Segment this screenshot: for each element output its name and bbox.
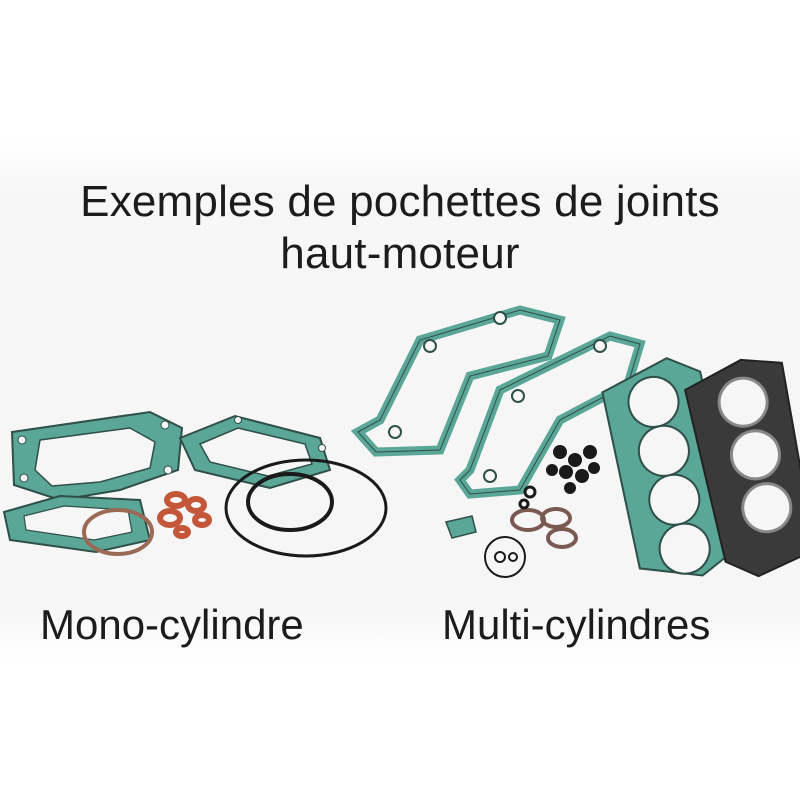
base-gasket	[10, 410, 184, 502]
mono-cylinder-gasket-set	[2, 410, 388, 558]
valve-stem-seals	[546, 445, 600, 494]
multi-cylinder-caption: Multi-cylindres	[442, 601, 711, 648]
heading-line-1: Exemples de pochettes de joints	[80, 177, 720, 226]
intake-gasket	[2, 494, 152, 554]
copper-ring	[82, 508, 154, 556]
valve-cover-gasket-left	[350, 305, 566, 457]
cylinder-head-gasket	[178, 414, 332, 490]
small-o-rings	[510, 485, 578, 549]
valve-cover-gasket-right	[454, 331, 646, 499]
heading-line-2: haut-moteur	[280, 229, 520, 278]
metal-head-gasket	[683, 358, 800, 578]
large-o-rings	[224, 458, 388, 558]
small-flange-gasket	[444, 515, 477, 539]
concentric-rings	[484, 536, 526, 578]
multi-cylinder-gasket-set	[350, 305, 800, 578]
orange-seals	[157, 491, 212, 539]
mono-cylinder-caption: Mono-cylindre	[40, 601, 304, 648]
gasket-kits-illustration	[2, 305, 800, 578]
